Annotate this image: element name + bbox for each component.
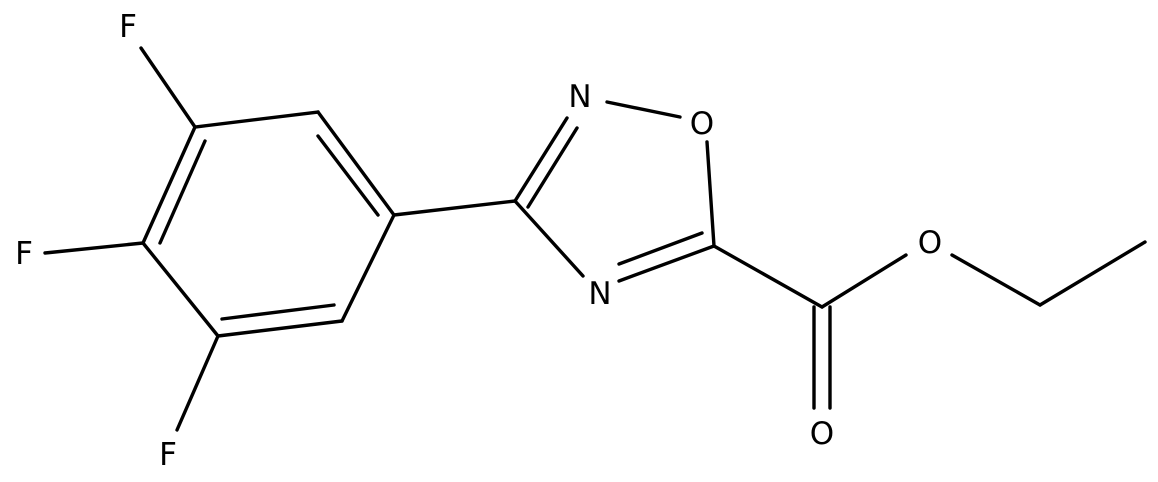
bond-n4-c3 <box>513 199 585 278</box>
benzene-ring <box>141 110 396 338</box>
atom-fluorine-bottom: F <box>159 437 177 473</box>
bond-ch2-ch3 <box>1038 240 1147 307</box>
bond-c2-c3 <box>316 110 396 217</box>
atom-fluorine-middle: F <box>15 236 33 272</box>
bond-n2-o1 <box>605 100 682 119</box>
bond-c1-c2 <box>193 110 320 129</box>
bond-c6-c1-inner <box>158 139 207 245</box>
bond-o1-c5 <box>705 140 716 248</box>
bond-o-ester-ch2 <box>950 253 1042 307</box>
bond-c5-carbonyl <box>712 244 824 309</box>
fluorine-bonds <box>43 46 220 432</box>
bond-c5-n4 <box>617 244 716 283</box>
ethyl-ester <box>712 240 1147 410</box>
bond-c3-n2-inner <box>526 126 579 209</box>
atom-nitrogen-4: N <box>588 276 611 312</box>
bond-c3-n2 <box>513 116 569 203</box>
atom-oxygen-1: O <box>690 106 714 142</box>
oxadiazole-ring <box>513 100 716 283</box>
atom-nitrogen-2: N <box>568 79 591 115</box>
bond-c1-f-top <box>139 46 197 129</box>
atom-labels: F F F N O N O O <box>15 9 942 473</box>
bond-aryl-c3 <box>392 199 517 217</box>
atom-oxygen-ester: O <box>918 225 942 261</box>
bond-c5-c6 <box>141 241 220 338</box>
bond-c6-c1 <box>141 125 197 245</box>
bond-c4-c5 <box>216 319 344 338</box>
bond-c2-c3-inner <box>316 134 380 217</box>
bond-c6-f-mid <box>43 241 145 255</box>
bond-c5-n4-inner <box>617 231 704 266</box>
bond-carbonyl-o-ester <box>820 253 908 309</box>
bond-c3-c4 <box>340 213 396 323</box>
bond-c5-f-bot <box>175 334 220 432</box>
bond-c4-c5-inner <box>220 303 336 321</box>
atom-fluorine-top: F <box>119 9 137 45</box>
atom-oxygen-carbonyl: O <box>810 416 834 452</box>
